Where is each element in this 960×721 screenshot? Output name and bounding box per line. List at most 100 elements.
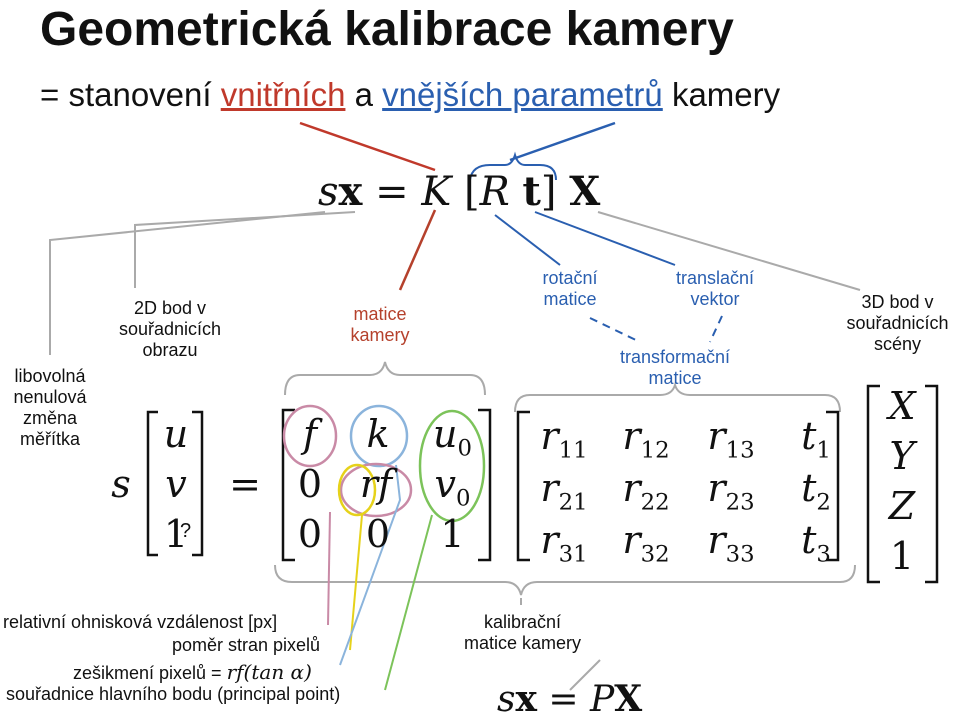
translation-line: translační bbox=[675, 268, 755, 288]
scale-label: libovolná nenulová změna měřítka bbox=[0, 366, 100, 450]
k-u0-sub: 0 bbox=[457, 435, 472, 462]
vec-one: 1 bbox=[889, 534, 915, 578]
rt-cell: r31 bbox=[533, 518, 595, 568]
beq-X: X bbox=[614, 678, 643, 720]
rotation-label: rotační matice bbox=[520, 268, 620, 310]
k-v0-text: v bbox=[434, 462, 456, 506]
scale-label-line: změna bbox=[22, 408, 78, 428]
rt-cell-index: 31 bbox=[558, 541, 588, 568]
extrinsic-link: vnějších parametrů bbox=[382, 76, 663, 113]
rt-cell-symbol: r bbox=[707, 518, 726, 562]
eq-K: K bbox=[421, 169, 452, 215]
rt-cell: r12 bbox=[615, 414, 677, 464]
scene-point-label: 3D bod v souřadnicích scény bbox=[835, 292, 960, 355]
uv-u: u bbox=[163, 412, 189, 456]
aspect-ratio-text: poměr stran pixelů bbox=[172, 635, 321, 655]
k-u0-text: u bbox=[433, 412, 458, 456]
rt-cell-index: 11 bbox=[558, 437, 588, 464]
rt-cell: t1 bbox=[785, 414, 847, 464]
eq-X: X bbox=[569, 168, 601, 215]
eq-x: x bbox=[338, 168, 363, 215]
rt-cell: r22 bbox=[615, 466, 677, 516]
image-point-line: souřadnicích bbox=[118, 319, 222, 339]
rt-cell-symbol: r bbox=[622, 414, 641, 458]
principal-point-text: souřadnice hlavního bodu (principal poin… bbox=[6, 684, 341, 704]
uv-question-mark: ? bbox=[180, 520, 192, 542]
matrix-equals: = bbox=[229, 462, 261, 506]
rt-cell-symbol: r bbox=[622, 518, 641, 562]
scene-point-line: souřadnicích bbox=[846, 313, 949, 333]
camera-matrix-line: kamery bbox=[350, 325, 410, 345]
rt-cell-symbol: r bbox=[622, 466, 641, 510]
vec-X: X bbox=[888, 384, 916, 428]
scene-point-line: scény bbox=[873, 334, 922, 354]
translation-label: translační vektor bbox=[655, 268, 775, 310]
subtitle: = stanovení vnitřních a vnějších paramet… bbox=[40, 76, 780, 114]
subtitle-suffix: kamery bbox=[662, 76, 781, 113]
camera-matrix-line: matice bbox=[353, 304, 407, 324]
beq-P: P bbox=[590, 679, 615, 720]
scene-point-line: 3D bod v bbox=[861, 292, 934, 312]
rt-cell-index: 33 bbox=[725, 541, 755, 568]
k-zero-21: 0 bbox=[297, 462, 323, 506]
rt-cell-symbol: r bbox=[540, 518, 559, 562]
rt-cell: r32 bbox=[615, 518, 677, 568]
rt-cell: t3 bbox=[785, 518, 847, 568]
rt-cell: r13 bbox=[700, 414, 762, 464]
k-v0-sub: 0 bbox=[455, 485, 471, 512]
uv-v: v bbox=[165, 462, 187, 506]
transformation-label: transformační matice bbox=[600, 347, 750, 389]
rt-cell-symbol: r bbox=[540, 466, 559, 510]
skew-text: zešikmení pixelů = rf(tan α) bbox=[73, 660, 312, 684]
rt-cell-index: 23 bbox=[725, 489, 755, 516]
rt-cell: t2 bbox=[785, 466, 847, 516]
transformation-line: matice bbox=[648, 368, 702, 388]
image-point-line: obrazu bbox=[142, 340, 198, 360]
translation-line: vektor bbox=[690, 289, 740, 309]
page-title: Geometrická kalibrace kamery bbox=[40, 3, 734, 56]
k-zero-31: 0 bbox=[297, 512, 323, 556]
camera-matrix-label: matice kamery bbox=[330, 304, 430, 346]
rt-cell-symbol: r bbox=[540, 414, 559, 458]
k-f: f bbox=[302, 412, 318, 456]
k-u0: u0 bbox=[425, 412, 480, 462]
rt-cell-index: 22 bbox=[640, 489, 670, 516]
rt-cell-index: 13 bbox=[725, 437, 755, 464]
eq-rbracket: ] bbox=[540, 169, 557, 215]
rt-cell: r33 bbox=[700, 518, 762, 568]
eq-R: R bbox=[479, 169, 510, 215]
rt-cell-index: 1 bbox=[816, 437, 831, 464]
rt-cell-symbol: r bbox=[707, 466, 726, 510]
beq-x: x bbox=[515, 678, 537, 720]
rt-cell-index: 21 bbox=[558, 489, 588, 516]
vec-Y: Y bbox=[889, 434, 915, 478]
rotation-line: matice bbox=[543, 289, 597, 309]
eq-equals: = bbox=[375, 169, 409, 215]
rt-cell: r11 bbox=[533, 414, 595, 464]
transformation-line: transformační bbox=[619, 347, 731, 367]
image-point-line: 2D bod v bbox=[133, 298, 207, 318]
scale-label-line: měřítka bbox=[19, 429, 80, 449]
bottom-equation: sx = PX bbox=[497, 678, 642, 720]
eq-t: t bbox=[522, 168, 541, 215]
scale-label-line: nenulová bbox=[13, 387, 87, 407]
rotation-line: rotační bbox=[542, 268, 598, 288]
rt-cell-symbol: t bbox=[801, 466, 817, 510]
k-rf: rf bbox=[359, 462, 393, 506]
k-skew: k bbox=[366, 412, 390, 456]
eq-lbracket: [ bbox=[463, 169, 480, 215]
vec-Z: Z bbox=[888, 484, 916, 528]
calibration-label: kalibrační matice kamery bbox=[445, 612, 600, 654]
beq-s: s bbox=[497, 679, 516, 720]
eq-s: s bbox=[318, 169, 339, 215]
rt-cell-index: 3 bbox=[816, 541, 831, 568]
beq-equals: = bbox=[548, 679, 579, 720]
focal-length-text: relativní ohnisková vzdálenost [px] bbox=[3, 612, 278, 632]
top-equation: sx = K [R t] X bbox=[318, 168, 600, 215]
calibration-line: matice kamery bbox=[463, 633, 582, 653]
k-one-33: 1 bbox=[440, 512, 465, 556]
subtitle-prefix: = stanovení bbox=[40, 76, 221, 113]
intrinsic-link: vnitřních bbox=[220, 76, 346, 113]
rt-cell-index: 12 bbox=[640, 437, 670, 464]
matrix-s: s bbox=[111, 462, 131, 506]
